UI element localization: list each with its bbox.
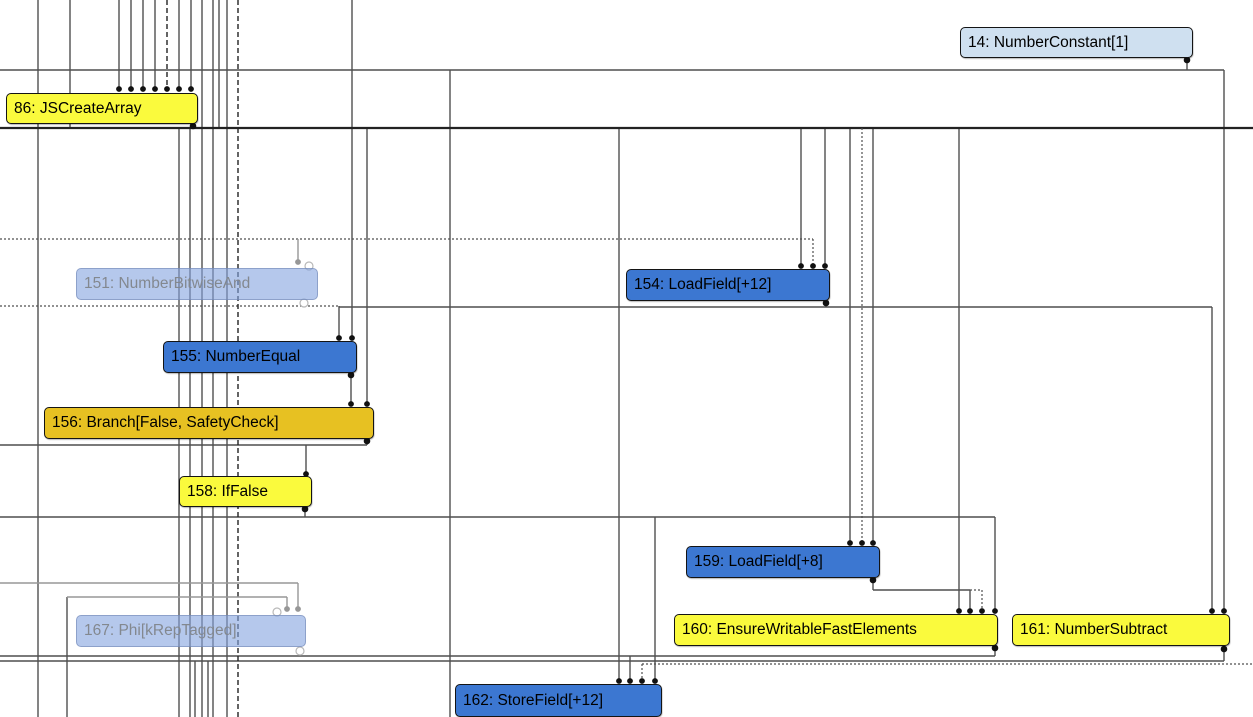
node-label: 159: LoadField[+8]	[694, 553, 823, 570]
graph-node-159[interactable]: 159: LoadField[+8]	[686, 546, 880, 578]
node-label: 158: IfFalse	[187, 482, 268, 500]
node-label: 14: NumberConstant[1]	[968, 33, 1129, 51]
node-label: 160: EnsureWritableFastElements	[682, 621, 917, 638]
graph-node-160[interactable]: 160: EnsureWritableFastElements	[674, 614, 998, 646]
node-label: 156: Branch[False, SafetyCheck]	[52, 414, 279, 431]
graph-node-155[interactable]: 155: NumberEqual	[163, 341, 357, 373]
node-label: 86: JSCreateArray	[14, 99, 142, 117]
graph-node-156[interactable]: 156: Branch[False, SafetyCheck]	[44, 407, 374, 439]
node-label: 162: StoreField[+12]	[463, 691, 604, 709]
graph-node-86[interactable]: 86: JSCreateArray	[6, 93, 198, 124]
graph-node-162[interactable]: 162: StoreField[+12]	[455, 684, 662, 717]
graph-node-151[interactable]: 151: NumberBitwiseAnd	[76, 268, 318, 300]
node-label: 151: NumberBitwiseAnd	[84, 275, 251, 292]
graph-node-158[interactable]: 158: IfFalse	[179, 476, 312, 507]
node-label: 167: Phi[kRepTagged]	[84, 622, 237, 639]
graph-node-14[interactable]: 14: NumberConstant[1]	[960, 27, 1193, 58]
graph-node-161[interactable]: 161: NumberSubtract	[1012, 614, 1230, 646]
node-label: 161: NumberSubtract	[1020, 621, 1168, 638]
node-label: 154: LoadField[+12]	[634, 276, 772, 293]
graph-node-167[interactable]: 167: Phi[kRepTagged]	[76, 615, 306, 647]
graph-node-154[interactable]: 154: LoadField[+12]	[626, 269, 830, 301]
node-label: 155: NumberEqual	[171, 348, 301, 365]
